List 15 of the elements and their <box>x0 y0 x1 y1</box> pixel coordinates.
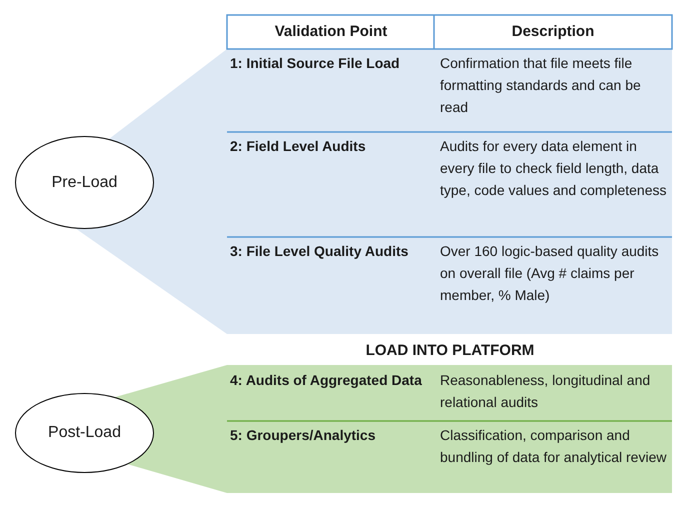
validation-point-text: 4: Audits of Aggregated Data <box>230 371 423 390</box>
validation-point-text: 5: Groupers/Analytics <box>230 426 376 445</box>
validation-point-text: 3: File Level Quality Audits <box>230 242 410 261</box>
column-header: Description <box>510 22 596 42</box>
description-text: Reasonableness, longitudinal and relational audits <box>440 371 652 412</box>
validation-point-text: 2: Field Level Audits <box>230 137 367 156</box>
column-header: Validation Point <box>274 22 388 42</box>
description-text: Classification, comparison and bundling of data for analytical review <box>440 426 668 467</box>
phase-ellipse: Post-Load <box>15 393 154 473</box>
description-text: Over 160 logic-based quality audits on overall file (Avg # claims per member, % Male) <box>440 242 660 305</box>
section-heading: LOAD INTO PLATFORM <box>364 341 536 361</box>
phase-ellipse: Pre-Load <box>15 136 154 229</box>
validation-point-text: 1: Initial Source File Load <box>230 54 401 73</box>
description-text: Audits for every data element in every file to check field length, data type, code values and completeness <box>440 137 668 200</box>
description-text: Confirmation that file meets file formatting standards and can be read <box>440 54 642 117</box>
